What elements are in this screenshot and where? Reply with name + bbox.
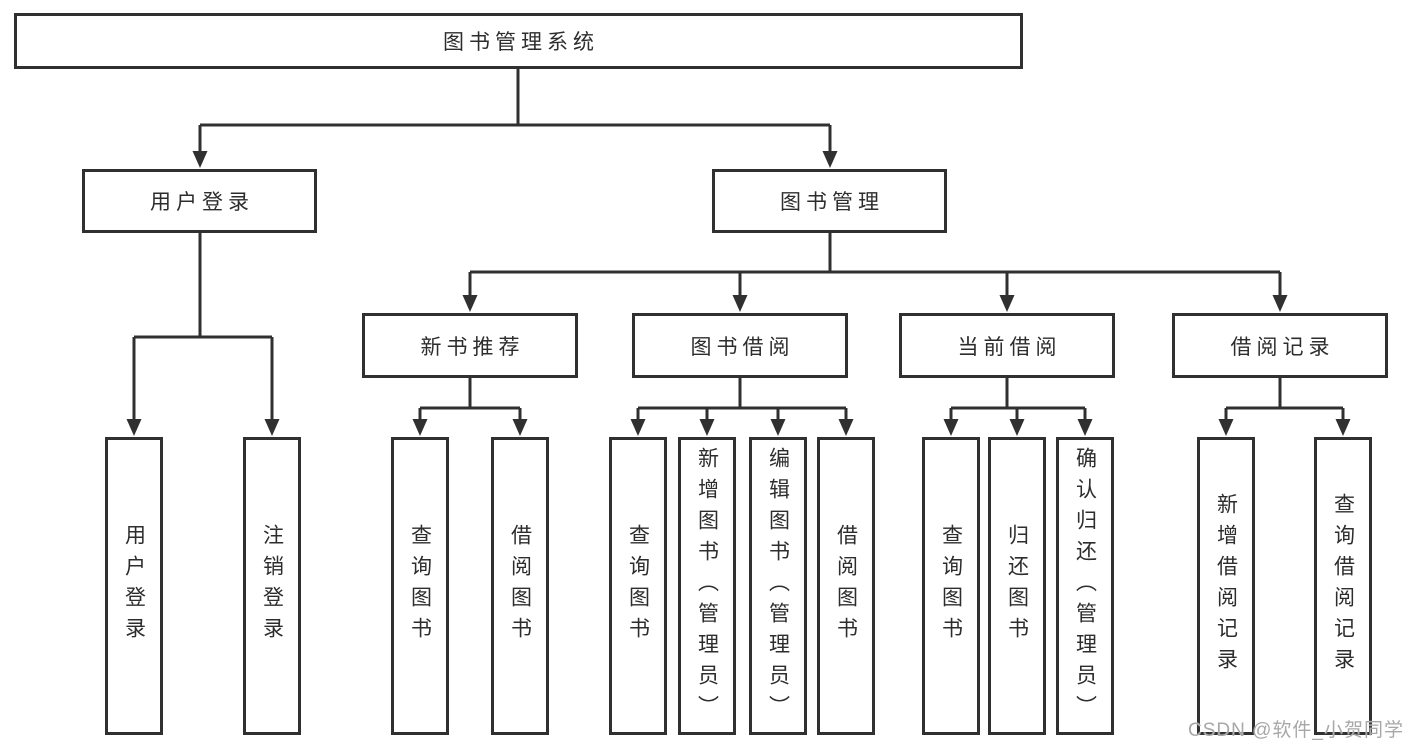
leaf-return-book: 归还图书 [988, 437, 1046, 735]
leaf-label: 查询图书 [408, 524, 432, 648]
leaf-label: 注销登录 [260, 524, 284, 648]
node-book-management: 图书管理 [712, 169, 947, 233]
leaf-label: 新增图书（管理员） [695, 446, 719, 726]
connector-current-borrow-split [943, 378, 1093, 436]
leaf-label: 编辑图书（管理员） [766, 446, 790, 726]
leaf-add-borrow-record: 新增借阅记录 [1197, 437, 1255, 735]
node-book-borrow: 图书借阅 [632, 313, 848, 378]
node-borrow-records: 借阅记录 [1172, 313, 1388, 378]
leaf-borrow-books: 借阅图书 [817, 437, 875, 735]
connector-new-book-split [412, 378, 528, 436]
node-label: 图书管理 [780, 191, 884, 214]
leaf-label: 查询借阅记录 [1331, 493, 1355, 679]
leaf-add-book-admin: 新增图书（管理员） [678, 437, 736, 735]
node-label: 用户登录 [150, 191, 254, 214]
node-label: 新书推荐 [420, 335, 525, 359]
node-current-borrow: 当前借阅 [899, 313, 1115, 378]
node-label: 图书借阅 [690, 335, 795, 359]
leaf-query-books-recommend: 查询图书 [391, 437, 449, 735]
leaf-confirm-return-admin: 确认归还（管理员） [1056, 437, 1114, 735]
csdn-watermark: CSDN @软件_小贺同学 [1188, 720, 1404, 741]
node-new-book-recommend: 新书推荐 [362, 313, 578, 378]
leaf-user-login: 用户登录 [105, 437, 163, 735]
connector-book-mgmt-split [462, 233, 1288, 312]
connector-book-borrow-split [630, 378, 854, 436]
node-root: 图书管理系统 [14, 13, 1023, 69]
leaf-label: 新增借阅记录 [1214, 493, 1238, 679]
leaf-label: 归还图书 [1005, 524, 1029, 648]
leaf-label: 借阅图书 [508, 524, 532, 648]
node-root-label: 图书管理系统 [443, 31, 599, 54]
leaf-label: 用户登录 [122, 524, 146, 648]
leaf-label: 确认归还（管理员） [1073, 446, 1097, 726]
leaf-label: 查询图书 [939, 524, 963, 648]
leaf-label: 借阅图书 [834, 524, 858, 648]
leaf-label: 查询图书 [626, 524, 650, 648]
node-user-login: 用户登录 [82, 169, 317, 233]
connector-root-split [192, 69, 838, 168]
node-label: 借阅记录 [1230, 335, 1335, 359]
leaf-logout: 注销登录 [243, 437, 301, 735]
leaf-query-books-borrow: 查询图书 [609, 437, 667, 735]
leaf-query-books-current: 查询图书 [922, 437, 980, 735]
node-label: 当前借阅 [957, 335, 1062, 359]
leaf-edit-book-admin: 编辑图书（管理员） [749, 437, 807, 735]
connector-borrow-records-split [1218, 378, 1351, 436]
leaf-borrow-books-recommend: 借阅图书 [491, 437, 549, 735]
connector-user-login-split [126, 233, 280, 436]
leaf-query-borrow-record: 查询借阅记录 [1314, 437, 1372, 735]
